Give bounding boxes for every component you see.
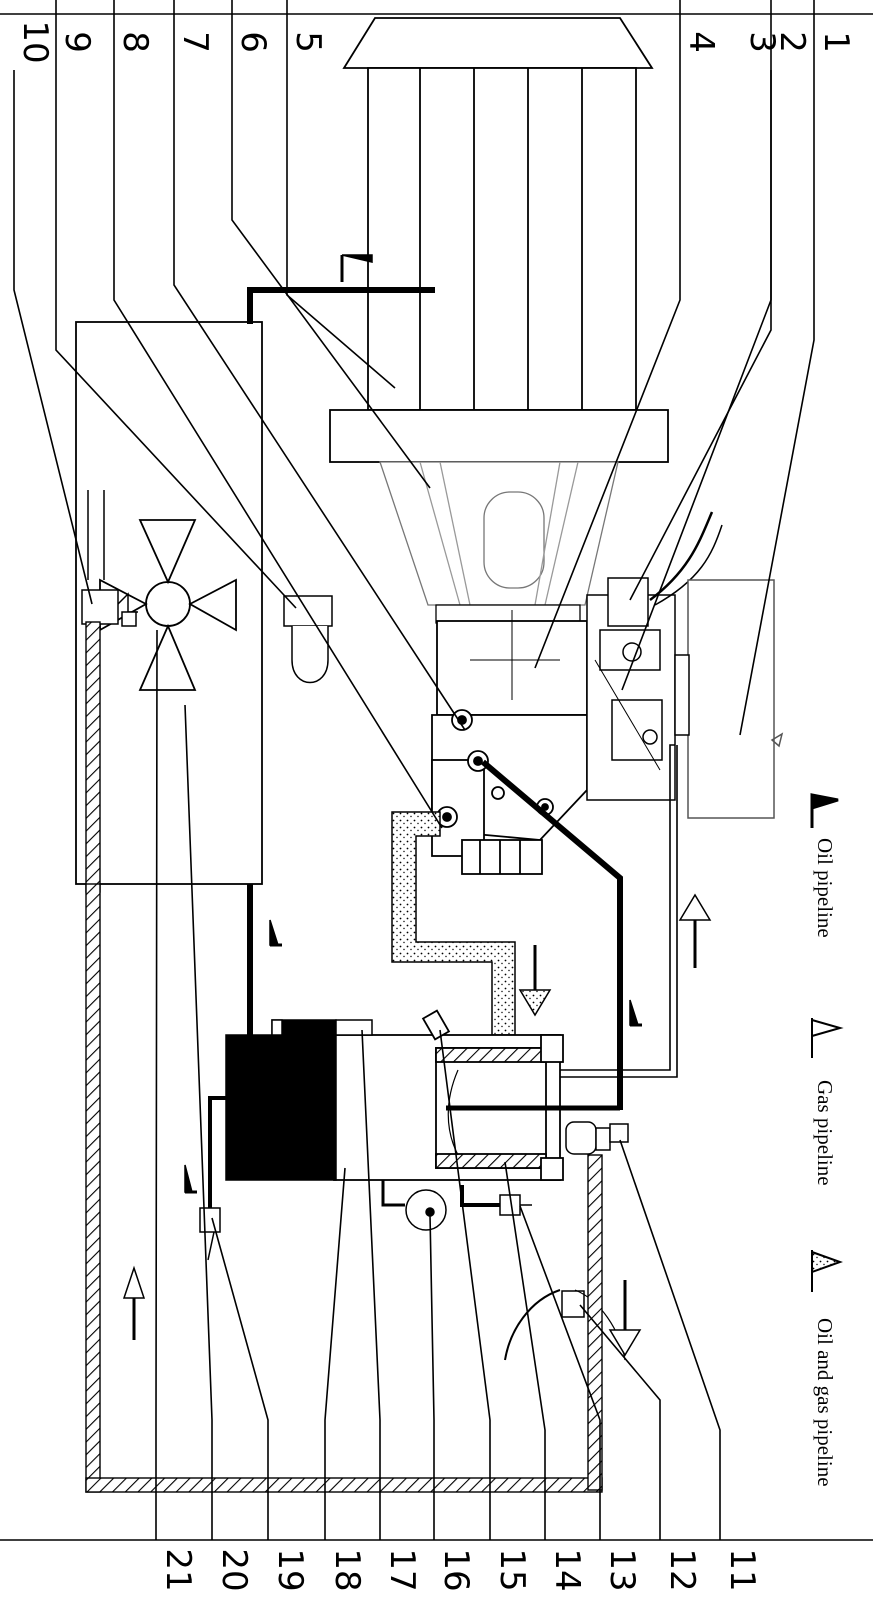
label-6: 6 — [233, 31, 273, 53]
label-8: 8 — [115, 31, 155, 53]
legend-gas-symbol — [811, 1018, 844, 1058]
label-19: 19 — [270, 1548, 310, 1591]
label-10: 10 — [15, 20, 55, 63]
label-5: 5 — [288, 31, 328, 53]
label-17: 17 — [382, 1548, 422, 1591]
label-18: 18 — [327, 1548, 367, 1591]
legend-oil-gas-symbol — [811, 1250, 843, 1292]
legend-oil-symbol — [810, 793, 839, 828]
coupling-housing — [379, 461, 619, 624]
legend: Oil pipeline Gas pipeline Oil and gas pi… — [810, 793, 844, 1487]
flow-arrows — [122, 254, 712, 1357]
drain-valve-19 — [199, 1096, 226, 1261]
part-number-labels: 1 2 3 4 5 6 7 8 9 10 11 12 13 14 15 16 1… — [15, 20, 856, 1591]
gas-hatched-pipe — [85, 621, 603, 1493]
air-filter — [674, 579, 784, 819]
electric-motor — [329, 17, 669, 463]
compressor-head — [431, 610, 588, 875]
label-16: 16 — [436, 1548, 476, 1591]
label-9: 9 — [57, 31, 97, 53]
legend-gas-label: Gas pipeline — [813, 1080, 837, 1186]
label-20: 20 — [214, 1548, 254, 1591]
oil-pipelines — [247, 287, 623, 1110]
label-13: 13 — [602, 1548, 642, 1591]
oil-gas-pipe — [391, 811, 516, 1036]
label-3: 3 — [742, 31, 782, 53]
frame-lines — [0, 0, 873, 1541]
label-7: 7 — [175, 31, 215, 53]
legend-oil-gas-label: Oil and gas pipeline — [813, 1318, 837, 1487]
pressure-valve-11 — [565, 1121, 629, 1155]
oil-reservoir — [225, 1019, 373, 1181]
label-2: 2 — [772, 31, 812, 53]
intake-valve — [586, 511, 723, 801]
label-1: 1 — [816, 31, 856, 53]
label-21: 21 — [158, 1548, 198, 1591]
oil-separator-tank — [333, 1009, 620, 1181]
leader-lines — [13, 70, 815, 1540]
pressure-gauge-16 — [381, 1180, 447, 1231]
sensor-12 — [504, 1289, 626, 1361]
label-15: 15 — [492, 1548, 532, 1591]
legend-oil-label: Oil pipeline — [813, 838, 837, 938]
gas-pipelines — [560, 744, 678, 1078]
label-12: 12 — [662, 1548, 702, 1591]
label-14: 14 — [547, 1548, 587, 1591]
label-11: 11 — [722, 1548, 762, 1591]
label-4: 4 — [681, 31, 721, 53]
